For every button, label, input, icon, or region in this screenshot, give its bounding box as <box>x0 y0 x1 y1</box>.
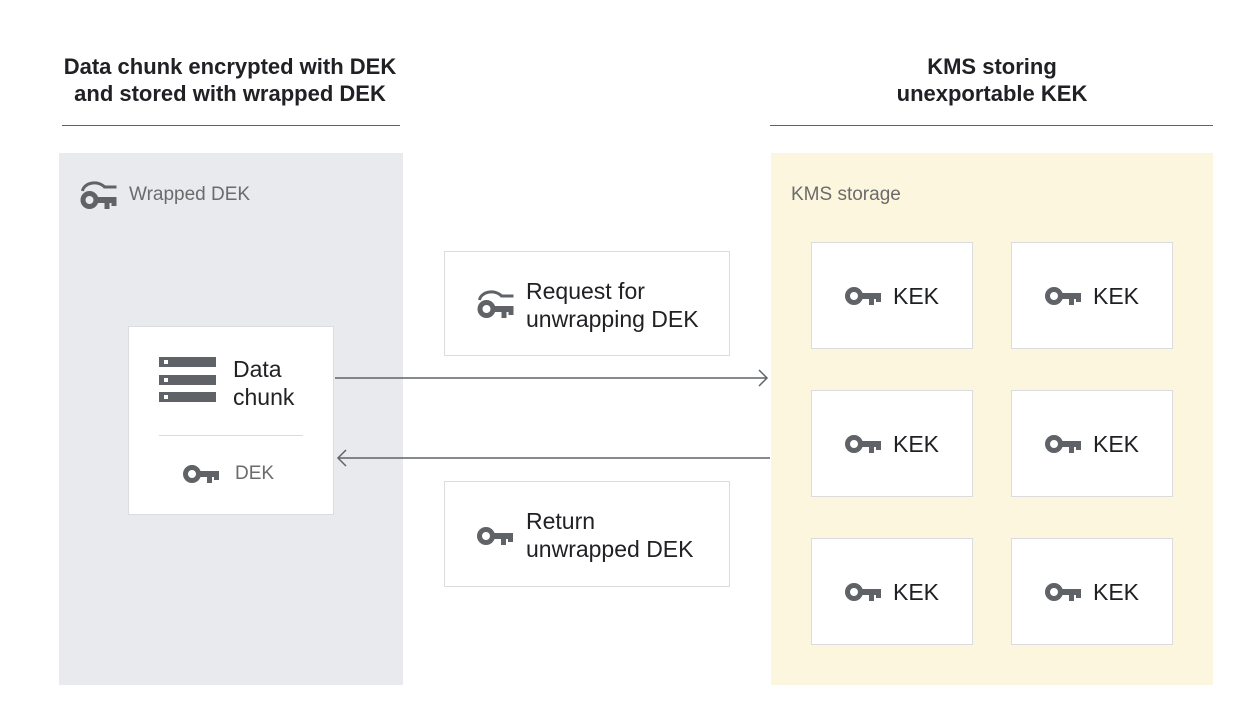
kek-card: KEK <box>811 242 973 349</box>
right-header-line2: unexportable KEK <box>896 81 1088 106</box>
request-line1: Request for <box>526 278 645 304</box>
key-icon <box>1045 285 1081 307</box>
kek-card: KEK <box>811 538 973 645</box>
storage-icon <box>159 357 216 402</box>
key-icon <box>845 285 881 307</box>
kek-card: KEK <box>811 390 973 497</box>
kms-storage-label: KMS storage <box>791 184 901 205</box>
data-chunk-line1: Data <box>233 356 282 382</box>
kek-label: KEK <box>892 282 940 309</box>
key-icon <box>845 433 881 455</box>
kek-label: KEK <box>892 578 940 605</box>
kek-label: KEK <box>1092 282 1140 309</box>
kek-card: KEK <box>1011 538 1173 645</box>
left-divider <box>62 125 400 126</box>
dek-label: DEK <box>235 463 275 484</box>
request-line2: unwrapping DEK <box>526 306 699 332</box>
left-header: Data chunk encrypted with DEK and stored… <box>30 53 430 107</box>
request-arrow <box>335 369 769 387</box>
request-box: Request for unwrapping DEK <box>444 251 730 356</box>
return-arrow <box>336 449 770 467</box>
left-header-line1: Data chunk encrypted with DEK <box>63 54 397 79</box>
kek-label: KEK <box>892 430 940 457</box>
kek-card: KEK <box>1011 390 1173 497</box>
return-line1: Return <box>526 508 596 534</box>
kek-card: KEK <box>1011 242 1173 349</box>
data-chunk-line2: chunk <box>233 384 295 410</box>
card-divider <box>159 435 303 436</box>
key-icon <box>845 581 881 603</box>
kek-label: KEK <box>1092 578 1140 605</box>
right-header-line1: KMS storing <box>927 54 1057 79</box>
right-divider <box>770 125 1213 126</box>
key-icon <box>1045 581 1081 603</box>
wrapped-dek-label: Wrapped DEK <box>129 184 251 205</box>
right-header: KMS storing unexportable KEK <box>792 53 1192 107</box>
left-header-line2: and stored with wrapped DEK <box>74 81 386 106</box>
key-icon <box>1045 433 1081 455</box>
return-box: Return unwrapped DEK <box>444 481 730 587</box>
data-chunk-card: Data chunk DEK <box>128 326 334 515</box>
kek-label: KEK <box>1092 430 1140 457</box>
return-line2: unwrapped DEK <box>526 536 694 562</box>
